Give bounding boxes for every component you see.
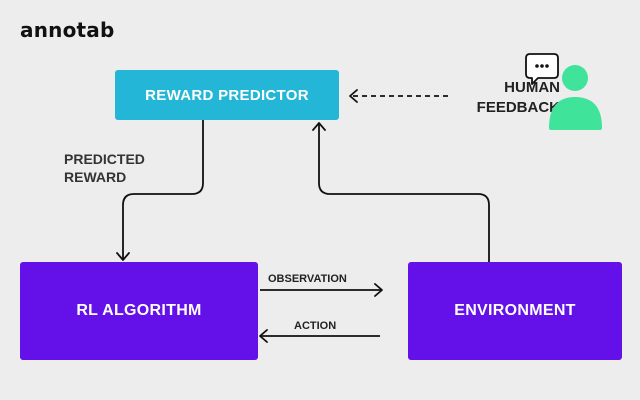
predicted-reward-arrowhead [116,252,130,261]
environment-feedback-arrowhead [312,122,326,131]
human-feedback-arrowhead [349,89,358,103]
environment-feedback-connector [318,123,490,262]
predicted-reward-connector [122,120,204,260]
observation-arrowhead [374,283,383,297]
reward-predictor-label: REWARD PREDICTOR [145,86,309,104]
observation-label: OBSERVATION [268,273,347,285]
human-feedback-icon [525,53,602,130]
rl-algorithm-box: RL ALGORITHM [20,262,258,360]
chat-bubble-icon [525,53,559,85]
rl-algorithm-label: RL ALGORITHM [76,302,202,319]
person-head-icon [562,65,588,91]
reward-predictor-box: REWARD PREDICTOR [115,70,339,120]
environment-box: ENVIRONMENT [408,262,622,360]
person-body-icon [549,97,602,130]
human-feedback-label: HUMAN FEEDBACK [476,79,560,116]
action-label: ACTION [294,320,337,332]
predicted-reward-label: PREDICTED REWARD [64,151,145,185]
action-arrowhead [259,329,268,343]
environment-label: ENVIRONMENT [454,302,576,319]
annotab-logo: annotab [20,18,115,42]
